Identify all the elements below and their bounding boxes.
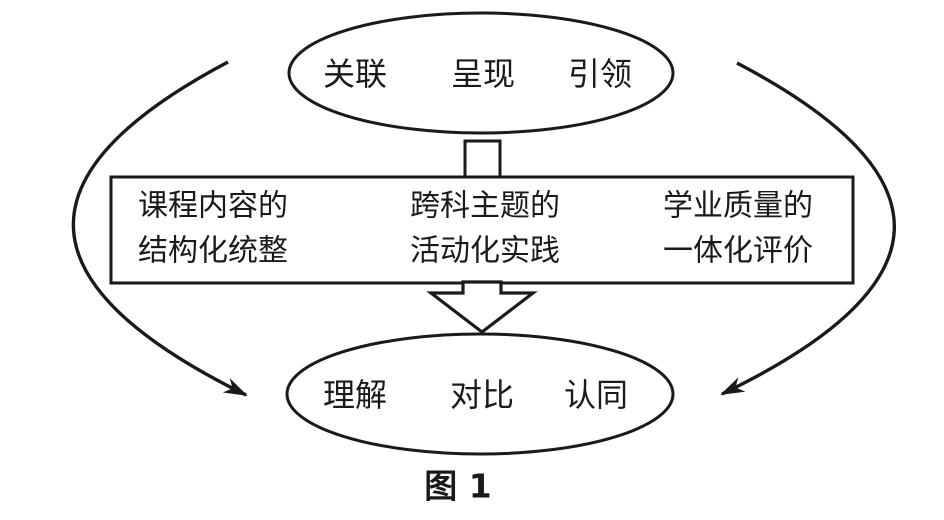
down-block-arrow (426, 280, 538, 335)
bottom-ellipse-label-1: 理解 (323, 376, 387, 414)
process-box (109, 175, 855, 285)
top-ellipse-label-1: 关联 (323, 55, 387, 93)
left-curved-arrow (71, 60, 248, 397)
right-curved-arrow (720, 61, 896, 396)
bottom-ellipse-label-2: 对比 (450, 376, 514, 414)
box-column-1-line-2: 结构化统整 (138, 234, 288, 269)
bottom-ellipse-label-3: 认同 (564, 376, 628, 414)
top-ellipse (287, 11, 675, 135)
figure-caption: 图 1 (424, 467, 491, 506)
bottom-ellipse (285, 332, 675, 456)
box-column-2-line-1: 跨科主题的 (410, 189, 560, 224)
box-column-2-line-2: 活动化实践 (410, 234, 560, 269)
box-column-1-line-1: 课程内容的 (138, 189, 288, 224)
top-ellipse-label-3: 引领 (568, 55, 632, 93)
box-column-3-line-2: 一体化评价 (663, 234, 813, 269)
top-ellipse-label-2: 呈现 (451, 55, 515, 93)
box-column-3-line-1: 学业质量的 (663, 189, 813, 224)
top-connector-stem (463, 139, 502, 180)
